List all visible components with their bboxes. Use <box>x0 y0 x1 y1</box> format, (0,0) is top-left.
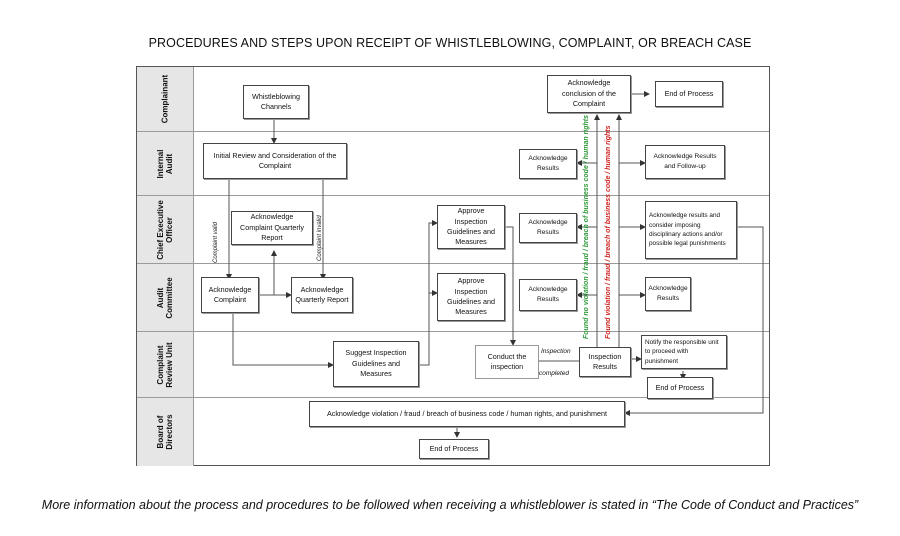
lane-internal-audit: Internal Audit <box>137 131 769 196</box>
lane-complaint-review-unit: Complaint Review Unit <box>137 331 769 398</box>
ac-approve-inspection-box: Approve Inspection Guidelines and Measur… <box>437 273 505 321</box>
end-process-review-unit-box: End of Process <box>647 377 713 399</box>
lane-board-of-directors: Board of Directors <box>137 397 769 466</box>
inspection-label: Inspection <box>541 348 571 355</box>
end-process-complainant-box: End of Process <box>655 81 723 107</box>
ia-ack-results-box: Acknowledge Results <box>519 149 577 179</box>
completed-label: completed <box>539 370 569 377</box>
lane-band <box>137 67 194 131</box>
ac-ack-complaint-box: Acknowledge Complaint <box>201 277 259 313</box>
swimlane-diagram: Complainant Internal Audit Chief Executi… <box>136 66 770 466</box>
lane-ceo: Chief Executive Officer <box>137 195 769 264</box>
conduct-inspection-box: Conduct the inspection <box>475 345 539 379</box>
found-no-violation-label: Found no violation / fraud / breach of b… <box>583 114 590 339</box>
found-violation-label: Found violation / fraud / breach of busi… <box>605 125 612 339</box>
notify-unit-box: Notify the responsible unit to proceed w… <box>641 335 727 369</box>
complaint-valid-label: Complaint valid <box>213 221 219 263</box>
lane-band <box>137 332 194 398</box>
lane-label-ceo: Chief Executive Officer <box>155 200 174 260</box>
lane-band <box>137 196 194 264</box>
footnote: More information about the process and p… <box>41 498 859 512</box>
lane-band <box>137 398 194 466</box>
ceo-ack-results-box: Acknowledge Results <box>519 213 577 243</box>
lane-band <box>137 264 194 332</box>
ac-ack-results-box: Acknowledge Results <box>519 279 577 311</box>
lane-complainant: Complainant <box>137 67 769 131</box>
ceo-ack-complaint-report-box: Acknowledge Complaint Quarterly Report <box>231 211 313 245</box>
ceo-approve-inspection-box: Approve Inspection Guidelines and Measur… <box>437 205 505 249</box>
lane-band <box>137 132 194 196</box>
ac-ack-quarterly-box: Acknowledge Quarterly Report <box>291 277 353 313</box>
lane-label-board-of-directors: Board of Directors <box>155 414 174 450</box>
whistleblowing-channels-box: Whistleblowing Channels <box>243 85 309 119</box>
ack-conclusion-box: Acknowledge conclusion of the Complaint <box>547 75 631 113</box>
page-title: PROCEDURES AND STEPS UPON RECEIPT OF WHI… <box>148 36 752 50</box>
ia-ack-followup-box: Acknowledge Results and Follow-up <box>645 145 725 179</box>
lane-label-complaint-review-unit: Complaint Review Unit <box>155 342 174 388</box>
initial-review-box: Initial Review and Consideration of the … <box>203 143 347 179</box>
complaint-invalid-label: Complaint invalid <box>317 215 323 261</box>
lane-audit-committee: Audit Committee <box>137 263 769 332</box>
lane-label-audit-committee: Audit Committee <box>155 277 174 319</box>
lane-label-internal-audit: Internal Audit <box>155 149 174 179</box>
ceo-ack-discipline-box: Acknowledge results and consider imposin… <box>645 201 737 259</box>
ac-ack-results-right-box: Acknowledge Results <box>645 277 691 311</box>
bod-ack-violation-box: Acknowledge violation / fraud / breach o… <box>309 401 625 427</box>
inspection-results-box: Inspection Results <box>579 347 631 377</box>
end-process-bod-box: End of Process <box>419 439 489 459</box>
lane-label-complainant: Complainant <box>160 74 170 124</box>
suggest-inspection-box: Suggest Inspection Guidelines and Measur… <box>333 341 419 387</box>
